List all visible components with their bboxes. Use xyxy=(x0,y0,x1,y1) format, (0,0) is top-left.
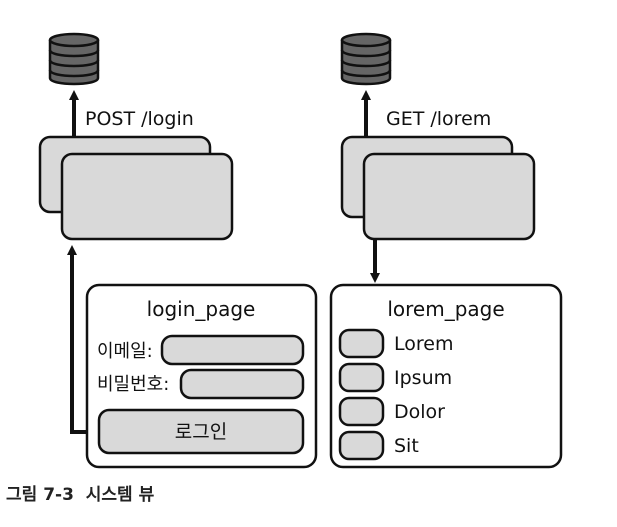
sit-item-button[interactable] xyxy=(338,430,385,461)
left-database-icon xyxy=(48,32,100,86)
right-server-stack xyxy=(340,135,536,241)
right-request-label: GET /lorem xyxy=(386,108,491,130)
login-button-label: 로그인 xyxy=(175,421,227,443)
ipsum-item-label: Ipsum xyxy=(394,367,452,389)
lorem-item-button[interactable] xyxy=(338,328,385,359)
lorem-page-panel xyxy=(329,283,563,469)
sit-item-label: Sit xyxy=(394,435,419,457)
left-server-stack xyxy=(38,135,234,241)
left-request-label: POST /login xyxy=(85,108,194,130)
dolor-item-button[interactable] xyxy=(338,396,385,427)
figure-number: 그림 7-3 xyxy=(6,485,74,505)
password-field[interactable] xyxy=(179,368,305,400)
ipsum-item-button[interactable] xyxy=(338,362,385,393)
login-button[interactable] xyxy=(97,408,305,455)
email-field-label: 이메일: xyxy=(97,341,153,362)
lorem-page-title: lorem_page xyxy=(387,297,504,321)
dolor-item-label: Dolor xyxy=(394,401,445,423)
right-database-icon xyxy=(340,32,392,86)
lorem-item-label: Lorem xyxy=(394,333,453,355)
password-field-label: 비밀번호: xyxy=(97,374,169,395)
figure-title: 시스템 뷰 xyxy=(85,485,155,505)
email-field[interactable] xyxy=(160,334,305,366)
figure-caption: 그림 7-3 시스템 뷰 xyxy=(6,480,154,505)
login-page-title: login_page xyxy=(147,297,256,321)
